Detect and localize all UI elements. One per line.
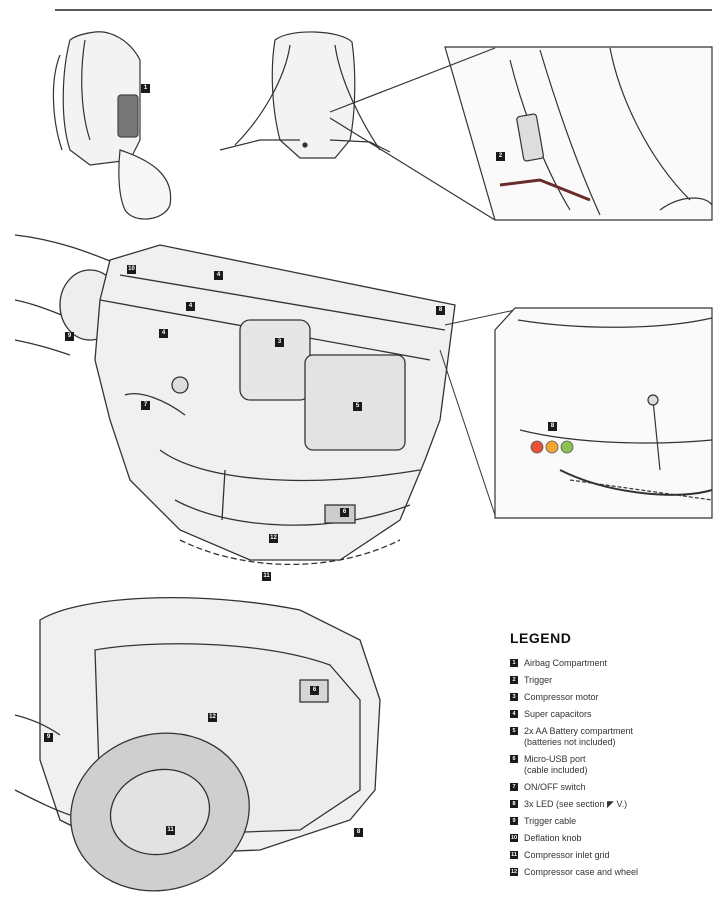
legend-item-number: 6	[510, 755, 518, 763]
legend-item: 5 2x AA Battery compartment (batteries no…	[510, 726, 710, 748]
legend-item-number: 7	[510, 783, 518, 791]
legend-item-label: 2x AA Battery compartment (batteries not…	[524, 726, 634, 747]
callout-5: 5	[353, 402, 362, 411]
legend-item-label: Micro-USB port (cable included)	[524, 754, 588, 775]
callout-6-bottom: 6	[310, 686, 319, 695]
legend-item-label: Deflation knob	[524, 833, 582, 843]
legend-item: 3 Compressor motor	[510, 692, 710, 703]
callout-8: 8	[436, 306, 445, 315]
led-dot	[560, 440, 574, 454]
callout-4b: 4	[186, 302, 195, 311]
callout-1: 1	[141, 84, 150, 93]
callout-4a: 4	[214, 271, 223, 280]
callout-6: 6	[340, 508, 349, 517]
led-detail-panel	[494, 307, 713, 519]
legend-item-number: 8	[510, 800, 518, 808]
led-dot	[530, 440, 544, 454]
legend-item: 9 Trigger cable	[510, 816, 710, 827]
device-main-view	[14, 234, 456, 566]
legend-item-number: 5	[510, 727, 518, 735]
legend-item-number: 1	[510, 659, 518, 667]
callout-8-detail: 8	[548, 422, 557, 431]
legend-item-label: Trigger cable	[524, 816, 577, 826]
callout-9-bottom: 9	[44, 733, 53, 742]
callout-8-bottom: 8	[354, 828, 363, 837]
backpack-side-view	[52, 31, 172, 220]
callout-2: 2	[496, 152, 505, 161]
legend-item-number: 10	[510, 834, 518, 842]
legend-item: 4 Super capacitors	[510, 709, 710, 720]
legend-item-label: Airbag Compartment	[524, 658, 608, 668]
trigger-detail-panel	[329, 46, 713, 221]
callout-7: 7	[141, 401, 150, 410]
legend-item-number: 12	[510, 868, 518, 876]
callout-4c: 4	[159, 329, 168, 338]
legend-title: LEGEND	[510, 630, 572, 646]
backpack-back-view	[219, 31, 391, 159]
callout-12-bottom: 12	[208, 713, 217, 722]
legend-item-label: Compressor inlet grid	[524, 850, 610, 860]
callout-10: 10	[127, 265, 136, 274]
callout-11: 11	[262, 572, 271, 581]
legend-item: 7 ON/OFF switch	[510, 782, 710, 793]
legend-item-label: Compressor case and wheel	[524, 867, 639, 877]
led-detail-connectors	[439, 309, 516, 516]
device-bottom-view	[14, 597, 381, 892]
led-indicators	[530, 440, 574, 454]
callout-11-bottom: 11	[166, 826, 175, 835]
legend-item-number: 3	[510, 693, 518, 701]
legend-item-label: 3x LED (see section ◤ V.)	[524, 799, 628, 809]
led-dot	[545, 440, 559, 454]
legend-item: 11 Compressor inlet grid	[510, 850, 710, 861]
legend-item: 2 Trigger	[510, 675, 710, 686]
legend-item: 8 3x LED (see section ◤ V.)	[510, 799, 710, 810]
legend-item-label: Super capacitors	[524, 709, 592, 719]
legend-item-label: Trigger	[524, 675, 553, 685]
callout-3: 3	[275, 338, 284, 347]
legend-item-number: 11	[510, 851, 518, 859]
legend-list: 1 Airbag Compartment 2 Trigger 3 Compressor m…	[510, 658, 710, 878]
legend-item: 10 Deflation knob	[510, 833, 710, 844]
callout-9: 9	[65, 332, 74, 341]
legend-item-label: ON/OFF switch	[524, 782, 586, 792]
legend-item: 1 Airbag Compartment	[510, 658, 710, 669]
legend-item-label: Compressor motor	[524, 692, 599, 702]
legend-item-number: 9	[510, 817, 518, 825]
legend-item: 12 Compressor case and wheel	[510, 867, 710, 878]
legend-item: 6 Micro-USB port (cable included)	[510, 754, 710, 776]
callout-12: 12	[269, 534, 278, 543]
legend-item-number: 4	[510, 710, 518, 718]
legend-item-number: 2	[510, 676, 518, 684]
